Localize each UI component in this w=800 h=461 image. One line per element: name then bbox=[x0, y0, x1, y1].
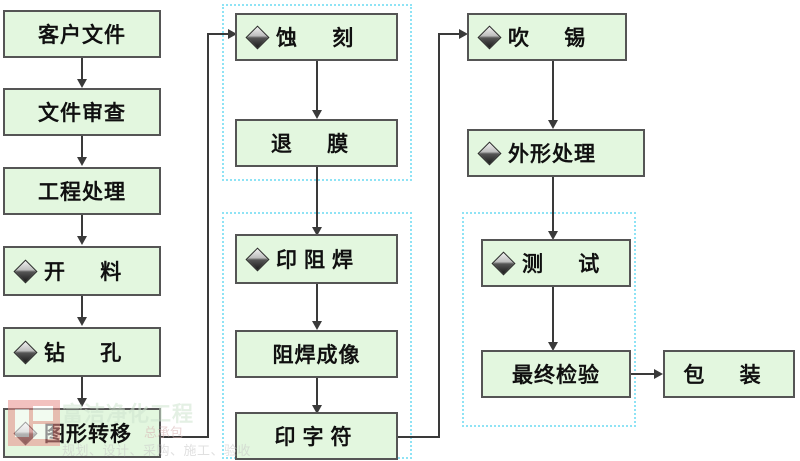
edge-n9-n10 bbox=[316, 284, 318, 322]
edge-n6-n7-h2 bbox=[207, 33, 229, 35]
arrow-n13-n14 bbox=[548, 231, 558, 240]
edge-n2-n3 bbox=[81, 136, 83, 158]
arrow-n7-n8 bbox=[312, 110, 322, 119]
edge-n14-n15 bbox=[552, 287, 554, 343]
arrow-n9-n10 bbox=[312, 321, 322, 330]
arrow-n8-n9 bbox=[312, 227, 322, 236]
diamond-bullet-icon bbox=[13, 258, 38, 284]
edge-n10-n11 bbox=[316, 378, 318, 406]
edge-n3-n4 bbox=[81, 215, 83, 237]
node-profiling[interactable]: 外形处理 bbox=[467, 129, 645, 177]
edge-n4-n5 bbox=[81, 296, 83, 318]
diamond-bullet-icon bbox=[13, 420, 38, 446]
node-label: 钻 孔 bbox=[44, 340, 136, 365]
node-label: 开 料 bbox=[44, 259, 136, 284]
diamond-bullet-icon bbox=[13, 339, 38, 365]
node-engineering[interactable]: 工程处理 bbox=[3, 167, 161, 215]
edge-n8-n9 bbox=[316, 167, 318, 229]
node-legend-print[interactable]: 印字符 bbox=[235, 412, 398, 460]
node-pattern-transfer[interactable]: 图形转移 bbox=[3, 408, 161, 458]
edge-n1-n2 bbox=[81, 58, 83, 80]
arrow-n11-n12 bbox=[459, 29, 468, 39]
edge-n5-n6 bbox=[81, 377, 83, 399]
diamond-bullet-icon bbox=[477, 24, 502, 50]
node-label: 客户文件 bbox=[38, 22, 126, 47]
arrow-n12-n13 bbox=[548, 120, 558, 129]
node-film-stripping[interactable]: 退 膜 bbox=[235, 119, 398, 167]
edge-n12-n13 bbox=[552, 61, 554, 121]
arrow-n14-n15 bbox=[548, 342, 558, 351]
arrow-n6-n7 bbox=[228, 29, 237, 39]
node-customer-file[interactable]: 客户文件 bbox=[3, 10, 161, 58]
node-label: 退 膜 bbox=[270, 131, 363, 156]
edge-n11-n12-h1 bbox=[398, 436, 440, 438]
node-label: 外形处理 bbox=[508, 141, 596, 166]
edge-n13-n14 bbox=[552, 177, 554, 232]
node-label: 印阻焊 bbox=[276, 247, 360, 272]
node-label: 文件审查 bbox=[38, 100, 126, 125]
arrow-n2-n3 bbox=[77, 157, 87, 166]
arrow-n15-n16 bbox=[654, 369, 663, 379]
node-cutting[interactable]: 开 料 bbox=[3, 246, 161, 296]
node-testing[interactable]: 测 试 bbox=[481, 239, 631, 287]
node-label: 印字符 bbox=[274, 424, 359, 449]
diamond-bullet-icon bbox=[245, 24, 270, 50]
edge-n7-n8 bbox=[316, 61, 318, 111]
diamond-bullet-icon bbox=[245, 246, 270, 272]
node-etching[interactable]: 蚀 刻 bbox=[235, 13, 398, 61]
node-file-review[interactable]: 文件审查 bbox=[3, 88, 161, 136]
node-label: 蚀 刻 bbox=[276, 25, 368, 50]
diamond-bullet-icon bbox=[491, 250, 516, 276]
arrow-n5-n6 bbox=[77, 398, 87, 407]
node-label: 最终检验 bbox=[512, 362, 600, 387]
edge-n15-n16 bbox=[631, 373, 655, 375]
node-solder-mask-imaging[interactable]: 阻焊成像 bbox=[235, 330, 398, 378]
arrow-n3-n4 bbox=[77, 236, 87, 245]
node-tin-blowing[interactable]: 吹 锡 bbox=[467, 13, 627, 61]
edge-n11-n12-v bbox=[438, 33, 440, 438]
node-label: 吹 锡 bbox=[508, 25, 600, 50]
arrow-n1-n2 bbox=[77, 79, 87, 88]
arrow-n10-n11 bbox=[312, 405, 322, 414]
node-final-inspection[interactable]: 最终检验 bbox=[481, 350, 631, 398]
node-label: 图形转移 bbox=[44, 421, 132, 446]
edge-n6-n7-h1 bbox=[161, 436, 209, 438]
node-solder-mask-print[interactable]: 印阻焊 bbox=[235, 234, 398, 284]
node-label: 工程处理 bbox=[38, 179, 126, 204]
node-label: 测 试 bbox=[522, 251, 614, 276]
node-label: 阻焊成像 bbox=[272, 342, 361, 367]
node-drilling[interactable]: 钻 孔 bbox=[3, 327, 161, 377]
edge-n6-n7-v bbox=[207, 33, 209, 438]
node-packaging[interactable]: 包 装 bbox=[663, 350, 795, 398]
diamond-bullet-icon bbox=[477, 140, 502, 166]
edge-n11-n12-h2 bbox=[438, 33, 460, 35]
node-label: 包 装 bbox=[683, 362, 775, 387]
arrow-n4-n5 bbox=[77, 317, 87, 326]
